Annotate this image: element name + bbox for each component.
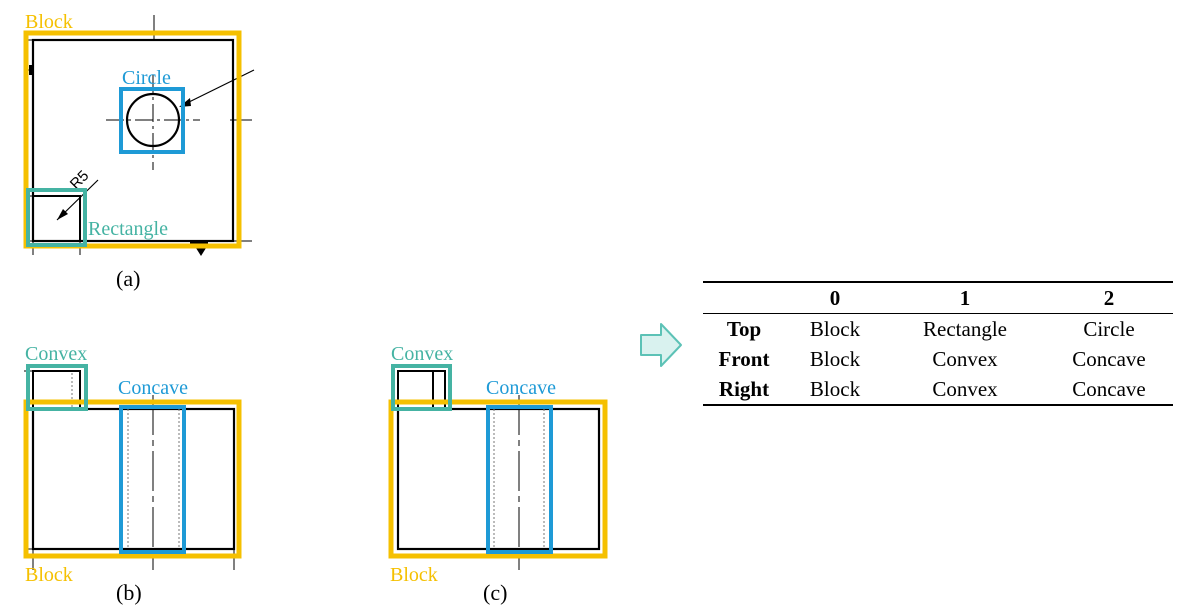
circle-box bbox=[119, 87, 185, 154]
convex-box-c bbox=[391, 364, 452, 411]
table-cell: Concave bbox=[1072, 377, 1146, 401]
block-box-b bbox=[23, 399, 242, 559]
convex-box-b bbox=[26, 364, 88, 411]
table-cell: Concave bbox=[1072, 347, 1146, 371]
table-header-row: 0 1 2 bbox=[703, 282, 1173, 314]
circle-label: Circle bbox=[122, 67, 171, 89]
table-cell: Block bbox=[809, 347, 861, 371]
block-box-c bbox=[388, 399, 608, 559]
panel-b-front-view: Convex Concave Block (b) bbox=[23, 343, 242, 605]
table-cell: Block bbox=[809, 317, 861, 341]
rectangle-label: Rectangle bbox=[88, 218, 168, 240]
convex-label-c: Convex bbox=[391, 343, 453, 365]
table-cell: Convex bbox=[932, 377, 998, 401]
concave-box-b bbox=[119, 405, 186, 554]
table-header-cell: 2 bbox=[1103, 286, 1115, 310]
table-header-cell: 1 bbox=[959, 286, 971, 310]
block-label-c: Block bbox=[390, 564, 438, 586]
table-row: Top Block Rectangle Circle bbox=[703, 314, 1173, 345]
convex-label-b: Convex bbox=[25, 343, 87, 365]
panel-c-right-view: Convex Concave Block (c) bbox=[388, 343, 608, 605]
rectangle-feature bbox=[32, 195, 81, 242]
row-header-front: Front bbox=[718, 347, 770, 371]
caption-b: (b) bbox=[116, 580, 142, 605]
block-box-a bbox=[23, 30, 242, 249]
top-view-outline bbox=[31, 38, 235, 243]
table-header-cell: 0 bbox=[829, 286, 841, 310]
table-cell: Circle bbox=[1083, 317, 1135, 341]
caption-a: (a) bbox=[116, 266, 140, 291]
table-cell: Convex bbox=[932, 347, 998, 371]
block-label-a: Block bbox=[25, 11, 73, 33]
view-feature-table: 0 1 2 Top Block Rectangle Circle Front B… bbox=[703, 281, 1173, 406]
row-header-top: Top bbox=[726, 317, 762, 341]
panel-a-top-view: R5 Block Circle Rectangle (a) bbox=[23, 11, 255, 291]
table-cell: Rectangle bbox=[923, 317, 1007, 341]
table-cell: Block bbox=[809, 377, 861, 401]
row-header-right: Right bbox=[718, 377, 770, 401]
table-row: Right Block Convex Concave bbox=[703, 374, 1173, 405]
concave-label-b: Concave bbox=[118, 377, 188, 399]
block-label-b: Block bbox=[25, 564, 73, 586]
front-view-outline bbox=[31, 407, 236, 551]
table-header-cell bbox=[703, 282, 785, 314]
concave-box-c bbox=[486, 405, 553, 554]
rectangle-box bbox=[26, 188, 87, 247]
right-arrow-icon bbox=[640, 323, 682, 367]
concave-label-c: Concave bbox=[486, 377, 556, 399]
right-view-outline bbox=[396, 407, 601, 551]
table-row: Front Block Convex Concave bbox=[703, 344, 1173, 374]
caption-c: (c) bbox=[483, 580, 507, 605]
